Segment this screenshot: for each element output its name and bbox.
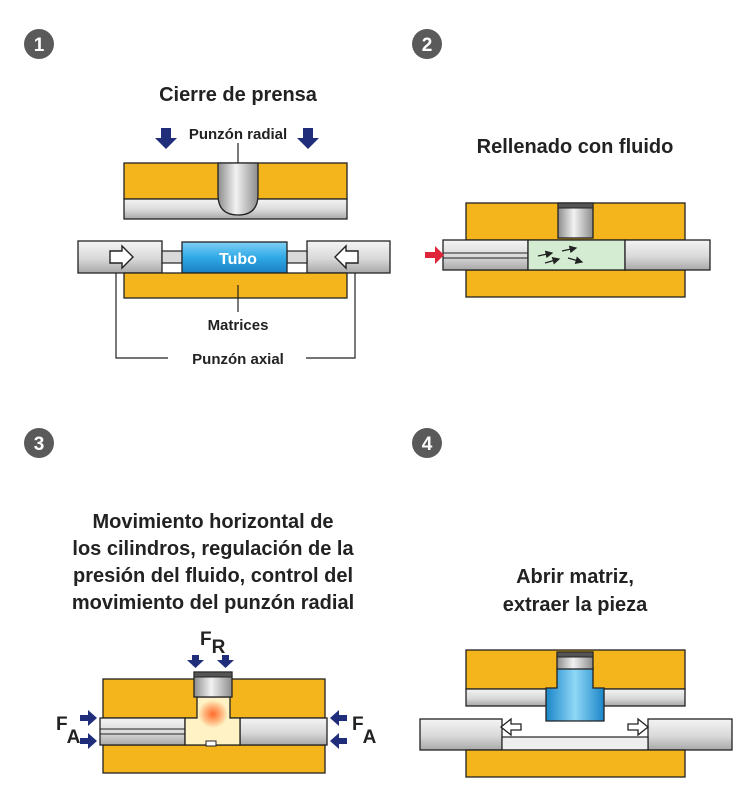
step-4-badge: 4 [412,428,442,458]
left-arrow-icon [499,717,522,737]
lower-die [465,269,686,298]
step-4-panel: Abrir matriz, extraer la pieza [419,566,733,778]
axial-punch-left [442,239,529,271]
tube [181,241,288,274]
step-1-badge: 1 [24,29,54,59]
tube-label: Tubo [219,251,257,268]
radial-punch [217,162,259,216]
dies-label: Matrices [208,317,269,334]
axial-punch-left [419,718,503,751]
force-axial-label-left: FA [56,714,81,748]
radial-punch-label: Punzón radial [189,126,287,143]
left-arrow-icon [330,710,347,726]
extracted-part [545,667,605,722]
step-1-panel: Cierre de prensa Punzón radial Tubo Matr… [77,84,391,368]
step-3-badge: 3 [24,428,54,458]
step-4-title-line-2: extraer la pieza [503,594,648,616]
lower-die [465,749,686,778]
down-arrow-icon [155,128,177,149]
force-radial-label: FR [200,629,226,658]
fluid-inlet-arrow-icon [425,246,444,264]
axial-punch-right [647,718,733,751]
axial-punch-label: Punzón axial [192,351,284,368]
down-arrow-icon [217,655,234,668]
axial-punch-right [624,239,711,271]
step-2-title: Rellenado con fluido [477,136,674,158]
right-arrow-icon [80,733,97,749]
ejector-rod [501,736,649,751]
svg-text:3: 3 [34,434,45,455]
step-3-title-line-2: los cilindros, regulación de la [72,538,354,560]
lower-die [102,744,326,774]
down-arrow-icon [187,655,204,668]
left-arrow-icon [334,244,359,270]
step-3-title-line-4: movimiento del punzón radial [72,592,354,614]
fluid-pressure-zone [198,700,228,728]
step-4-title-line-1: Abrir matriz, [516,566,634,588]
step-3-title-line-1: Movimiento horizontal de [92,511,333,533]
radial-punch [557,202,594,239]
axial-punch-left [99,717,186,746]
svg-text:2: 2 [422,35,433,56]
step-2-badge: 2 [412,29,442,59]
step-3-title-line-3: presión del fluido, control del [73,565,353,587]
force-axial-label-right: FA [352,714,377,748]
step-1-title: Cierre de prensa [159,84,318,106]
step-3-panel: Movimiento horizontal de los cilindros, … [56,511,377,774]
down-arrow-icon [297,128,319,149]
lower-die [123,272,348,299]
right-arrow-icon [80,710,97,726]
step-2-panel: Rellenado con fluido [425,136,711,298]
right-arrow-icon [109,244,134,270]
right-arrow-icon [627,717,650,737]
svg-text:4: 4 [422,434,433,455]
svg-text:1: 1 [34,35,45,56]
axial-punch-right [239,717,328,746]
left-arrow-icon [330,733,347,749]
